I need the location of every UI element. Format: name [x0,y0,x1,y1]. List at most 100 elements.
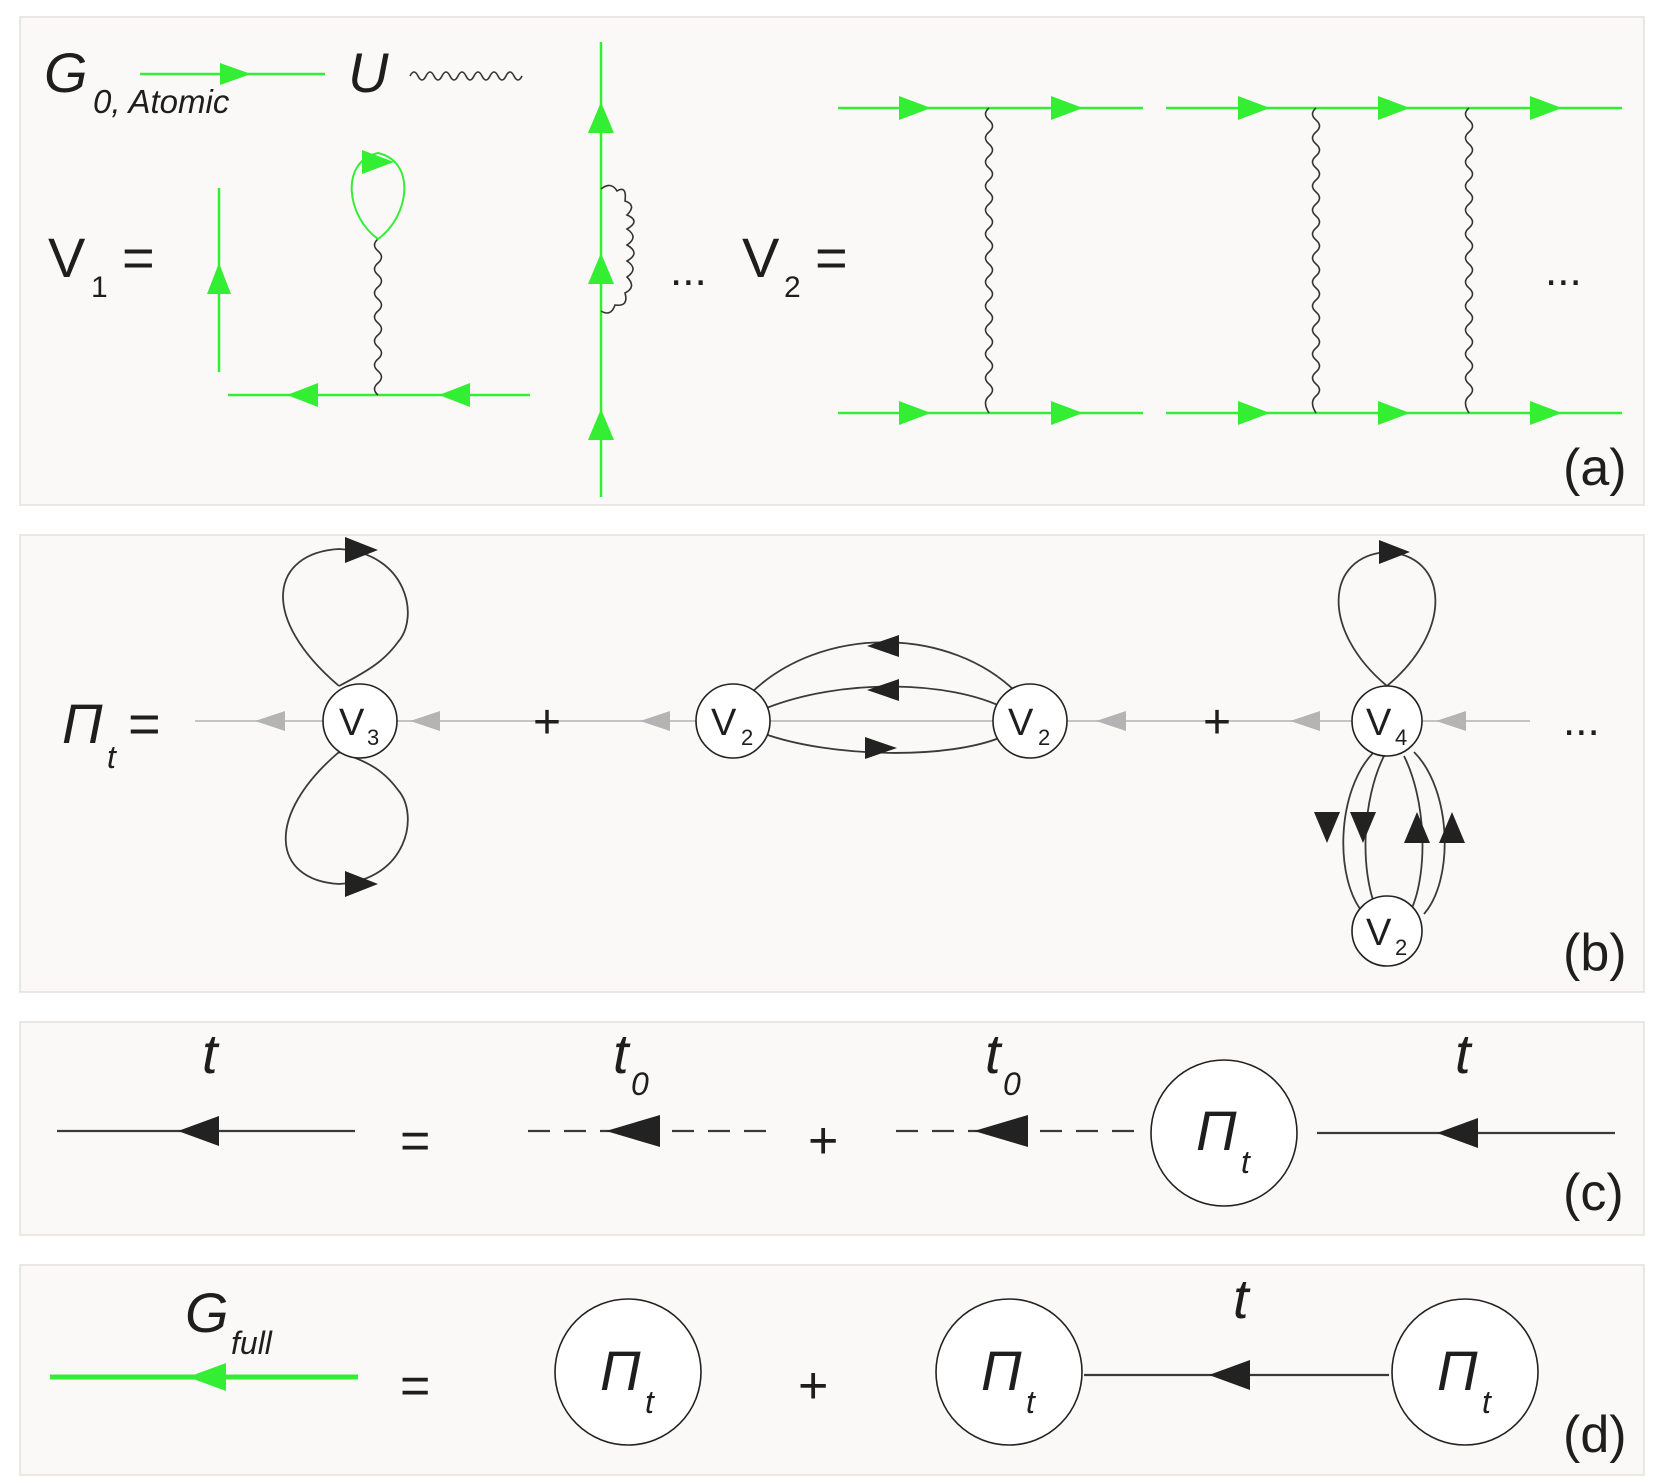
pi-equals: = [128,692,161,755]
interaction-wavy-line [373,238,383,396]
vertex-label: V [1008,702,1034,744]
vertex-subscript: 2 [1395,935,1407,960]
panel-d: G full = Π t + Π t t Π t (d) [19,1264,1645,1476]
arrowhead [1238,96,1270,120]
u-wavy-line [409,71,523,81]
upper-loop [282,548,409,687]
arrowhead [865,737,897,759]
pi-symbol: Π [1196,1099,1237,1162]
v2-label: V 2 = [742,226,848,304]
panel-b: Π t = V 3 + [19,534,1645,993]
t0-subscript: 0 [1003,1066,1021,1102]
v2-equals: = [815,226,848,289]
arrowhead [1436,711,1466,731]
interaction-wavy-line [1311,107,1321,414]
t0-label: t [613,1022,631,1085]
arrowhead [1378,401,1410,425]
arrowhead [1439,812,1465,843]
arrowhead [867,635,899,657]
tadpole-loop [350,151,406,241]
arrowhead [588,409,614,440]
pi-symbol: Π [981,1339,1022,1402]
vertex-v2-right [992,683,1068,759]
gfull-symbol: G [185,1281,229,1344]
panel-c-tag: (c) [1563,1164,1624,1222]
pi-t-bubble [1150,1059,1298,1207]
v1-hartree-diagram [228,150,530,407]
equals-sign: = [400,1357,430,1415]
arrowhead [1379,540,1410,564]
arrowhead [1530,401,1562,425]
v1-symbol: V [48,226,86,289]
vertex-label: V [711,702,737,744]
v2-subscript: 2 [784,271,801,304]
panel-d-tag: (d) [1563,1406,1627,1464]
v2-ellipsis: ... [1545,246,1582,295]
pi-symbol: Π [600,1339,641,1402]
vertex-subscript: 3 [367,725,379,750]
pi-t-bubble-left [935,1298,1083,1446]
v1-subscript: 1 [91,271,108,304]
panel-a: G 0, Atomic U V 1 = [19,16,1645,506]
pi-symbol: Π [62,692,103,755]
plus-sign: + [533,696,561,749]
arrowhead [188,1363,226,1391]
pi-t-bubble-right [1391,1298,1539,1446]
vertex-v3 [322,683,398,759]
t-label: t [202,1022,220,1085]
v2-symbol: V [742,226,780,289]
v4-diagram: V 4 V 2 [1314,540,1465,967]
arrowhead [588,253,614,284]
interaction-wavy-line [1464,107,1474,414]
v1-equals: = [122,226,155,289]
t-label: t [1455,1022,1473,1085]
t-label: t [1233,1267,1251,1330]
vertex-subscript: 4 [1395,725,1407,750]
arrowhead [287,383,318,407]
pi-subscript: t [645,1384,655,1420]
g0-symbol: G [44,41,88,104]
pi-subscript: t [1482,1384,1492,1420]
pi-t-pi-term: Π t t Π t [935,1267,1539,1446]
arrowhead [1051,96,1083,120]
v1-ellipsis: ... [670,246,707,295]
panel-a-frame [19,16,1645,506]
arrowhead [974,1115,1028,1147]
arrowhead [1404,812,1430,843]
panel-c-frame [19,1021,1645,1236]
v1-label: V 1 = [48,226,155,304]
pi-t-bubble [554,1298,702,1446]
v2-sunset-diagram: V 2 V 2 [695,635,1068,759]
vertex-subscript: 2 [1038,725,1050,750]
external-t-line [195,711,1530,731]
t0-label: t [985,1022,1003,1085]
arrowhead [1238,401,1270,425]
vertex-label: V [339,702,365,744]
arrowhead [1209,1360,1250,1390]
propagator-arc [761,732,1005,754]
panel-c: t = t 0 + t 0 Π t t (c) [19,1021,1645,1236]
panel-d-frame [19,1264,1645,1476]
arrowhead [362,150,394,174]
arrowhead [899,96,931,120]
v2-ladder-double [1166,96,1622,425]
g0-arrowhead [220,63,251,85]
full-t-propagator: t [57,1022,355,1146]
pi-symbol: Π [1437,1339,1478,1402]
propagator-arc [1342,751,1375,915]
g-full-propagator: G full [50,1281,358,1391]
u-symbol: U [348,41,389,104]
arrowhead [1437,1118,1478,1148]
arrowhead [1096,711,1126,731]
arrowhead [1350,812,1376,843]
legend-g0: G 0, Atomic [44,41,325,120]
t0-subscript: 0 [631,1066,649,1102]
pi-subscript: t [107,739,117,775]
panel-a-tag: (a) [1563,439,1627,497]
lower-loop [284,751,409,885]
arrowhead [1290,711,1320,731]
arrowhead [178,1116,219,1146]
panel-b-ellipsis: ... [1563,696,1600,745]
vertex-subscript: 2 [741,725,753,750]
